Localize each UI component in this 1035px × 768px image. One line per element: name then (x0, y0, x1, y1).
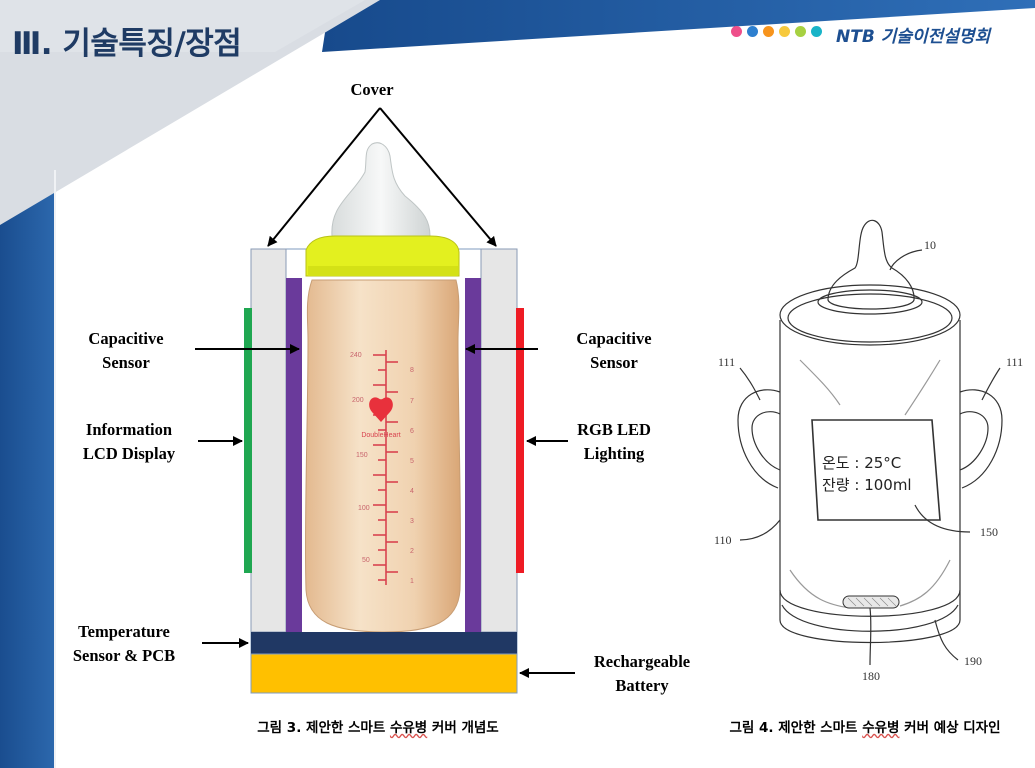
bottle-mark: 2 (410, 548, 414, 555)
left-wall (250, 248, 287, 633)
temperature-pcb (251, 632, 517, 654)
figure-3-caption: 그림 3. 제안한 스마트 수유병 커버 개념도 (257, 720, 499, 736)
brand-text: NTB 기술이전설명회 (836, 27, 991, 47)
brand-dot (731, 26, 742, 37)
bottle-mark: 150 (356, 452, 368, 459)
light-strip (842, 595, 900, 609)
cover-arrow-left (267, 107, 381, 247)
page-title: Ⅲ. 기술특징/장점 (12, 26, 242, 62)
ref-nipple: 10 (924, 238, 936, 252)
bottle-mark: 7 (410, 398, 414, 405)
ref-light: 180 (862, 669, 880, 683)
bottle-mark: 240 (350, 352, 362, 359)
bottle-mark: 100 (358, 505, 370, 512)
display-volume: 잔량 : 100ml (822, 476, 912, 494)
brand-dot (795, 26, 806, 37)
capacitive-sensor-left (286, 278, 302, 632)
bottle-mark: 8 (410, 367, 414, 374)
label-cover: Cover (350, 80, 394, 99)
ref-cover: 110 (714, 533, 732, 547)
brand-dot (779, 26, 790, 37)
ref-base: 190 (964, 654, 982, 668)
rechargeable-battery (250, 653, 518, 694)
brand-dot (747, 26, 758, 37)
capacitive-sensor-right (465, 278, 481, 632)
brand-dot (811, 26, 822, 37)
bottle-mark: 50 (362, 557, 370, 564)
heart-logo (369, 397, 393, 422)
right-wall (480, 248, 518, 633)
ref-handle-right: 111 (1006, 355, 1023, 369)
bottle-mark: 4 (410, 488, 414, 495)
bottle-mark: 200 (352, 397, 364, 404)
bottle-mark: 5 (410, 458, 414, 465)
lcd-strip (244, 308, 252, 573)
bottle-mark: 1 (410, 578, 414, 585)
led-strip (516, 308, 524, 573)
brand-dot (763, 26, 774, 37)
cover-arrow-right (379, 107, 497, 247)
bottle-nipple (331, 142, 431, 237)
bottle-mark: 6 (410, 428, 414, 435)
ref-handle-left: 111 (718, 355, 735, 369)
figure-4-caption: 그림 4. 제안한 스마트 수유병 커버 예상 디자인 (729, 720, 1001, 736)
ref-display: 150 (980, 525, 998, 539)
display-temperature: 온도 : 25°C (822, 454, 901, 472)
bottle-brand: DoubleHeart (361, 432, 400, 439)
bottle-mark: 3 (410, 518, 414, 525)
